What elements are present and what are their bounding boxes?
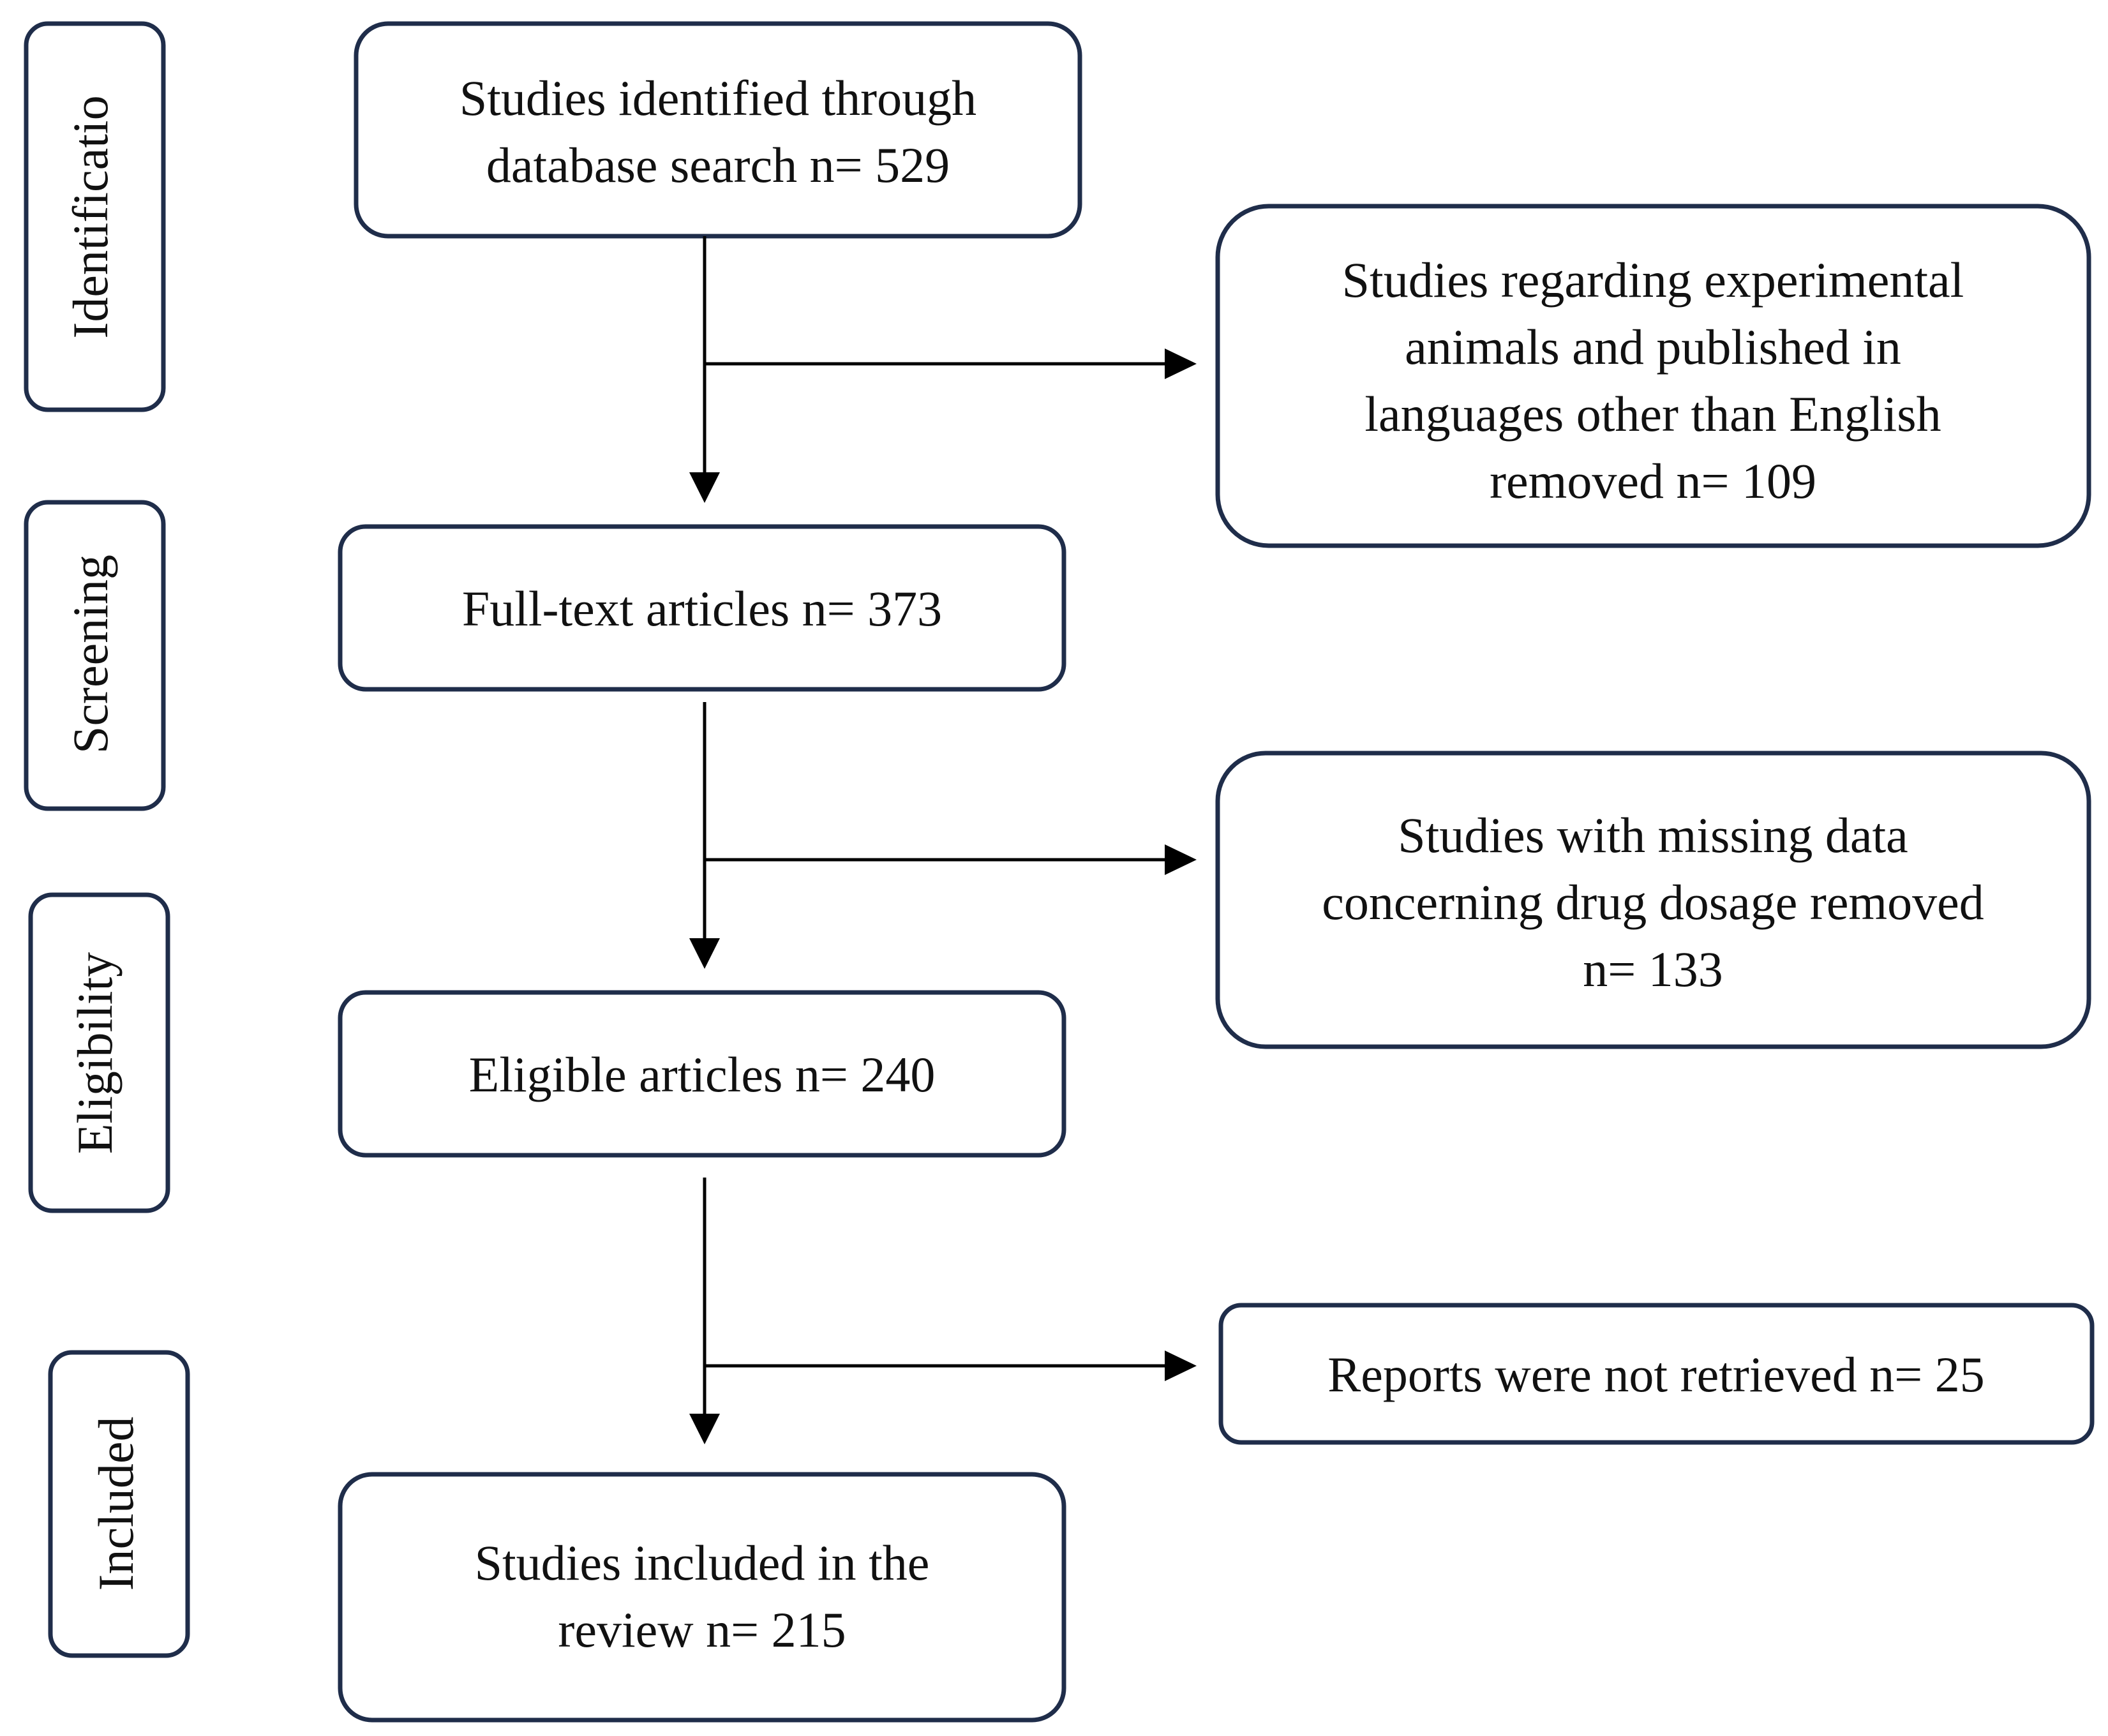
arrowhead-down-2	[689, 938, 720, 969]
box-included-line-1: Studies included in the	[475, 1535, 930, 1590]
stage-eligibility: Eligibility	[28, 892, 170, 1213]
box-full-text: Full-text articles n= 373	[338, 524, 1066, 692]
box-excluded-animals-language-line-2: animals and published in	[1405, 319, 1901, 375]
box-excluded-not-retrieved: Reports were not retrieved n= 25	[1218, 1303, 2095, 1445]
stage-eligibility-label: Eligibility	[67, 952, 123, 1154]
arrowhead-right-1	[1165, 348, 1197, 379]
box-excluded-animals-language-line-1: Studies regarding experimental	[1342, 252, 1964, 308]
box-identified: Studies identified through database sear…	[354, 21, 1082, 239]
box-excluded-animals-language-rect	[1215, 204, 2091, 548]
stage-included: Included	[48, 1350, 190, 1658]
box-included: Studies included in the review n= 215	[338, 1472, 1066, 1723]
box-excluded-missing-dosage-rect	[1215, 751, 2091, 1049]
box-excluded-missing-dosage-line-1: Studies with missing data	[1398, 807, 1908, 863]
arrowhead-right-2	[1165, 844, 1197, 875]
box-excluded-missing-dosage-line-3: n= 133	[1583, 941, 1723, 997]
box-excluded-not-retrieved-line-1: Reports were not retrieved n= 25	[1327, 1347, 1985, 1402]
arrowhead-right-3	[1165, 1351, 1197, 1381]
stage-included-label: Included	[88, 1417, 144, 1591]
arrowhead-down-3	[689, 1414, 720, 1444]
box-included-rect	[338, 1472, 1066, 1723]
box-excluded-animals-language-line-3: languages other than English	[1364, 386, 1941, 442]
box-eligible-line-1: Eligible articles n= 240	[469, 1047, 936, 1102]
stage-identification-label: Identificatio	[63, 95, 118, 338]
arrowhead-down-1	[689, 472, 720, 503]
stage-identification-box	[24, 21, 166, 412]
box-excluded-missing-dosage: Studies with missing data concerning dru…	[1215, 751, 2091, 1049]
stage-eligibility-box	[28, 892, 170, 1213]
box-excluded-not-retrieved-rect	[1218, 1303, 2095, 1445]
box-included-line-2: review n= 215	[558, 1602, 846, 1657]
box-excluded-animals-language: Studies regarding experimental animals a…	[1215, 204, 2091, 548]
box-identified-line-2: database search n= 529	[486, 137, 950, 193]
stage-included-box	[48, 1350, 190, 1658]
box-eligible: Eligible articles n= 240	[338, 990, 1066, 1158]
box-identified-line-1: Studies identified through	[460, 70, 976, 126]
box-full-text-line-1: Full-text articles n= 373	[462, 581, 942, 636]
box-full-text-rect	[338, 524, 1066, 692]
box-excluded-missing-dosage-line-2: concerning drug dosage removed	[1322, 874, 1984, 930]
stage-screening-box	[24, 500, 166, 811]
box-eligible-rect	[338, 990, 1066, 1158]
box-excluded-animals-language-line-4: removed n= 109	[1490, 453, 1816, 509]
box-identified-rect	[354, 21, 1082, 239]
stage-identification: Identificatio	[24, 21, 166, 412]
stage-screening-label: Screening	[63, 555, 118, 754]
stage-screening: Screening	[24, 500, 166, 811]
